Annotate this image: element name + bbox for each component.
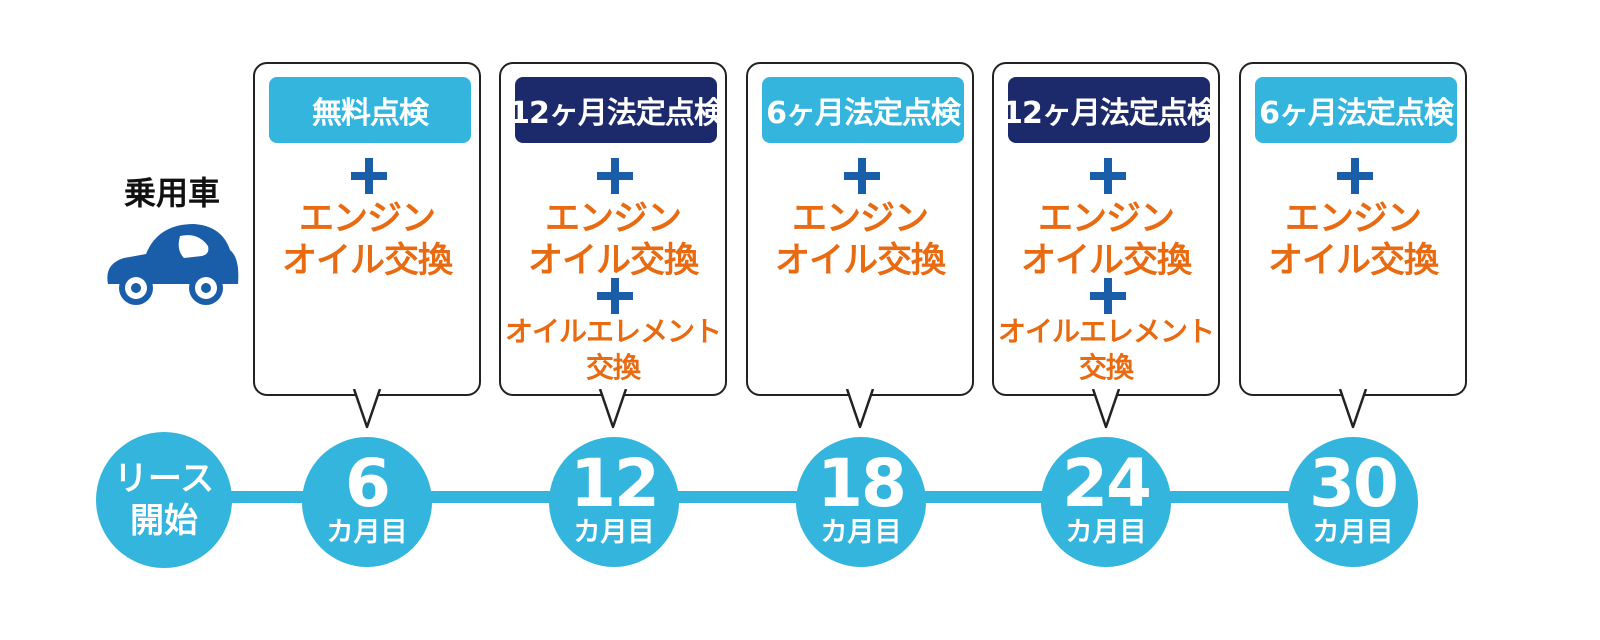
service-line: オイル交換 xyxy=(774,241,946,281)
service-line: オイルエレメント xyxy=(504,315,722,348)
milestone-number: 18 xyxy=(817,445,907,522)
plus-icon xyxy=(1337,158,1373,194)
callout-tail xyxy=(1091,389,1121,429)
milestone-number: 6 xyxy=(345,445,391,522)
service-line: オイル交換 xyxy=(527,241,699,281)
service-line: エンジン xyxy=(791,199,929,239)
vehicle-label: 乗用車 xyxy=(123,174,220,212)
milestone-number: 12 xyxy=(570,445,660,522)
service-line: オイル交換 xyxy=(281,241,453,281)
callout-tail xyxy=(845,389,875,429)
service-line: 交換 xyxy=(1078,351,1134,384)
plus-icon xyxy=(351,158,387,194)
service-line: オイル交換 xyxy=(1020,241,1192,281)
service-line: オイルエレメント xyxy=(997,315,1215,348)
lease-start-node: リース 開始 xyxy=(96,432,232,568)
inspection-badge: 6ヶ月法定点検 xyxy=(762,77,964,143)
lease-start-line1: リース xyxy=(113,459,215,499)
milestone-node: 12 カ月目 xyxy=(549,437,679,567)
plus-icon xyxy=(1090,278,1126,314)
inspection-badge: 無料点検 xyxy=(269,77,471,143)
inspection-badge: 12ヶ月法定点検 xyxy=(1002,77,1217,143)
inspection-badge: 12ヶ月法定点検 xyxy=(509,77,724,143)
milestone-node: 18 カ月目 xyxy=(796,437,926,567)
service-line: エンジン xyxy=(1037,199,1175,239)
milestone-unit: カ月目 xyxy=(573,517,655,548)
callout-tail xyxy=(598,389,628,429)
callout-tail xyxy=(352,389,382,429)
service-line: 交換 xyxy=(585,351,641,384)
milestone-unit: カ月目 xyxy=(820,517,902,548)
car-icon xyxy=(107,224,239,305)
milestone-number: 24 xyxy=(1062,445,1152,522)
callout-box: 6ヶ月法定点検 エンジン オイル交換 xyxy=(1239,62,1467,396)
service-line: エンジン xyxy=(544,199,682,239)
service-line: オイル交換 xyxy=(1267,241,1439,281)
milestone-number: 30 xyxy=(1309,445,1399,522)
milestone-unit: カ月目 xyxy=(1065,517,1147,548)
lease-start-line2: 開始 xyxy=(130,501,198,541)
service-line: エンジン xyxy=(1284,199,1422,239)
callout-box: 12ヶ月法定点検 エンジン オイル交換 オイルエレメント 交換 xyxy=(499,62,727,396)
plus-icon xyxy=(844,158,880,194)
inspection-badge: 6ヶ月法定点検 xyxy=(1255,77,1457,143)
callout-box: 無料点検 エンジン オイル交換 xyxy=(253,62,481,396)
milestone-node: 24 カ月目 xyxy=(1041,437,1171,567)
plus-icon xyxy=(1090,158,1126,194)
milestone-node: 6 カ月目 xyxy=(302,437,432,567)
milestone-unit: カ月目 xyxy=(326,517,408,548)
milestone-node: 30 カ月目 xyxy=(1288,437,1418,567)
callout-box: 6ヶ月法定点検 エンジン オイル交換 xyxy=(746,62,974,396)
callout-tail xyxy=(1338,389,1368,429)
service-line: エンジン xyxy=(298,199,436,239)
callout-box: 12ヶ月法定点検 エンジン オイル交換 オイルエレメント 交換 xyxy=(992,62,1220,396)
plus-icon xyxy=(597,158,633,194)
plus-icon xyxy=(597,278,633,314)
milestone-unit: カ月目 xyxy=(1312,517,1394,548)
